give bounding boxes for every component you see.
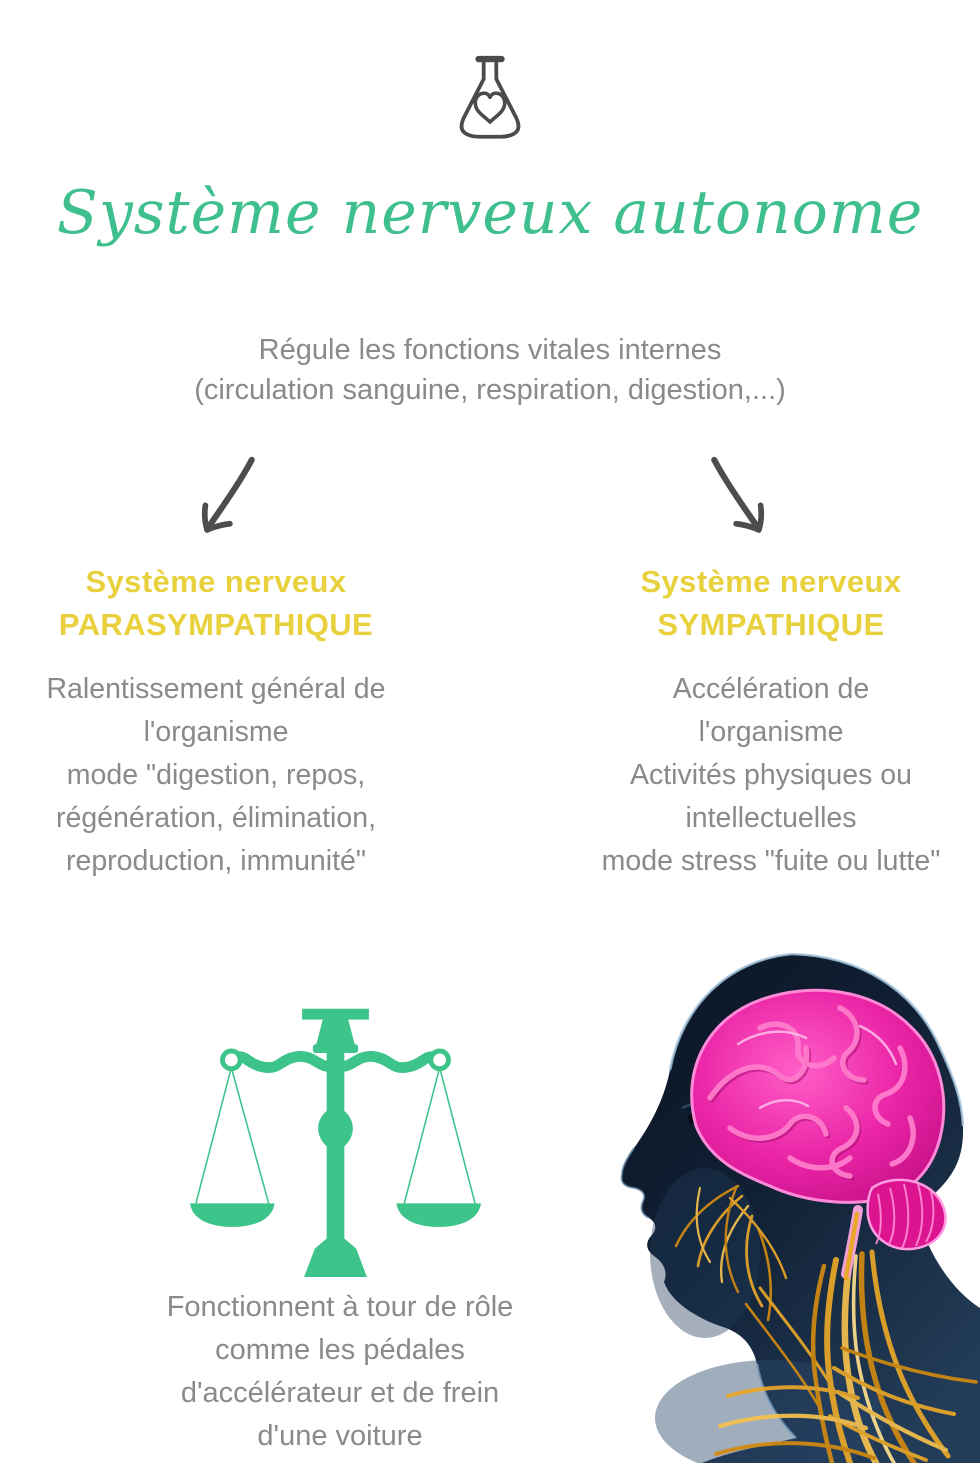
- parasympathetic-heading: Système nerveux PARASYMPATHIQUE: [58, 564, 374, 642]
- sympathetic-heading: Système nerveux SYMPATHIQUE: [640, 564, 902, 642]
- page-title: Système nerveux autonome: [56, 178, 924, 248]
- sympathetic-description: Accélération de l'organisme Activités ph…: [601, 673, 941, 877]
- human-head-profile-brain-nerves-image: [610, 948, 980, 1470]
- arrow-down-right-icon: [702, 450, 772, 545]
- parasympathetic-section: Système nerveux PARASYMPATHIQUE Ralentis…: [0, 560, 432, 883]
- balance-scale-icon: [188, 995, 483, 1280]
- parasympathetic-description: Ralentissement général de l'organisme mo…: [46, 673, 386, 877]
- arrow-down-left-icon: [194, 450, 264, 545]
- flask-heart-icon: [448, 52, 532, 148]
- subtitle: Régule les fonctions vitales internes (c…: [194, 334, 786, 406]
- bottom-caption: Fonctionnent à tour de rôle comme les pé…: [166, 1291, 514, 1452]
- sympathetic-section: Système nerveux SYMPATHIQUE Accélération…: [540, 560, 980, 883]
